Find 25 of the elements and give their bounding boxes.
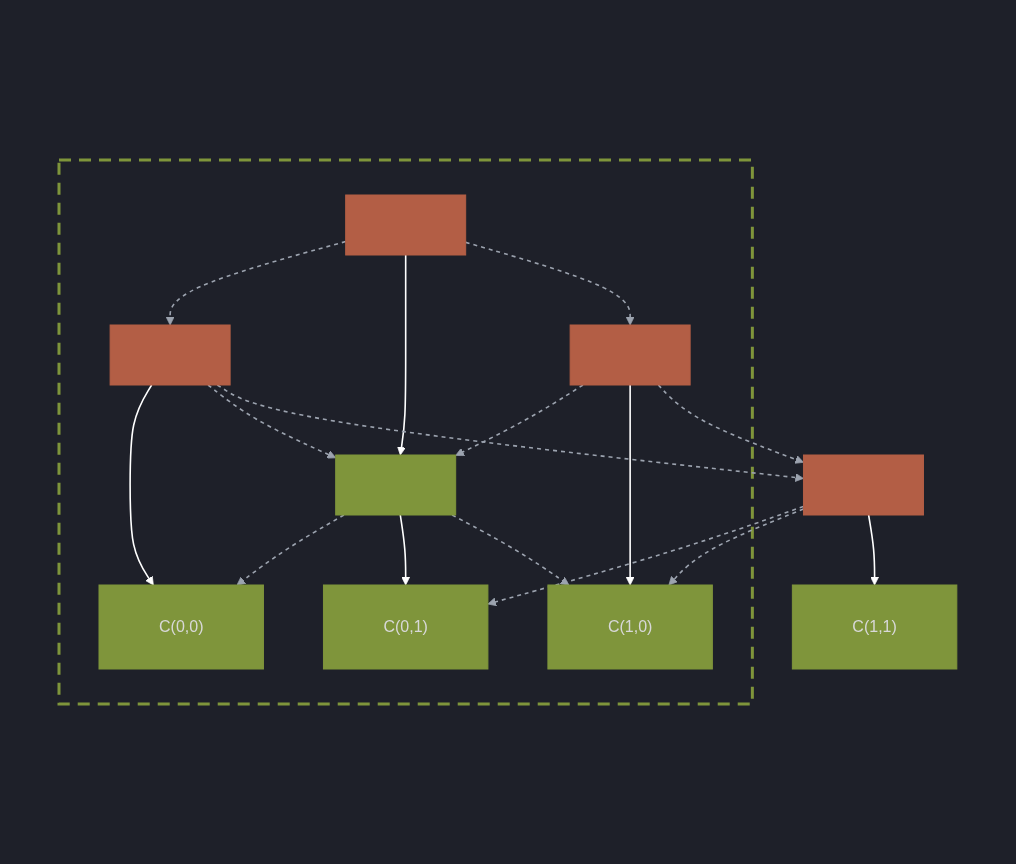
arrow [236,514,345,586]
node-box [569,324,691,386]
arrow [129,384,154,586]
arrow [867,514,880,586]
arrow [625,384,635,586]
node-box [335,454,457,516]
node-box [109,324,231,386]
arrow [165,240,347,326]
arrow [464,241,635,326]
arrow [455,384,584,456]
arrow [216,384,804,482]
node-box: C(1,0) [547,584,713,670]
node-box: C(0,0) [98,584,265,670]
node-box [803,454,925,516]
arrow [487,505,805,607]
arrow [207,384,337,459]
cluster [57,158,754,706]
arrow [399,514,411,586]
node-box: C(1,1) [791,584,958,670]
node-box [345,194,467,256]
node-box: C(0,1) [323,584,489,670]
arrow [668,508,805,586]
arrow [657,384,804,464]
arrow [451,514,570,586]
arrow [397,254,407,456]
